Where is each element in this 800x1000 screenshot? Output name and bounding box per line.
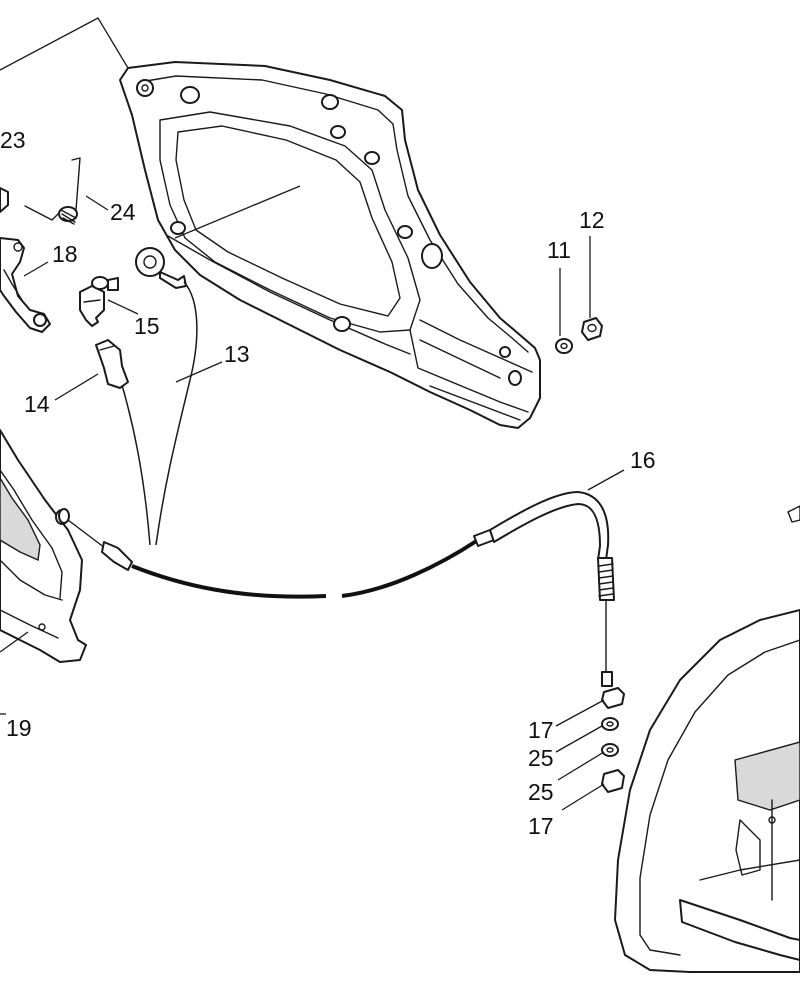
callout-18: 18 — [52, 241, 78, 267]
lever-part-18 — [0, 237, 51, 333]
callout-13: 13 — [224, 341, 250, 367]
leader-15 — [107, 299, 139, 315]
switch-part-15 — [79, 276, 119, 327]
callout-19: 19 — [6, 715, 32, 741]
callout-24: 24 — [110, 199, 136, 225]
callout-16: 16 — [630, 447, 656, 473]
left-handle-part — [0, 429, 87, 663]
leader-housing-inner — [174, 185, 301, 239]
nut-part-17-upper — [601, 687, 625, 709]
washer-part-25-upper — [601, 717, 619, 731]
front-hand-guard — [614, 505, 800, 973]
leader-16 — [587, 469, 625, 491]
housing-cover — [119, 61, 541, 429]
leader-25-upper — [555, 725, 603, 753]
nut-part-17-lower — [601, 769, 625, 793]
washer-part-11 — [555, 338, 573, 354]
callout-11: 11 — [547, 237, 571, 263]
leader-14 — [54, 373, 99, 401]
washer-part-25-lower — [601, 743, 619, 757]
callout-14: 14 — [24, 391, 50, 417]
ground-wire-part-13 — [135, 247, 198, 546]
spring-part-24 — [0, 157, 81, 225]
leader-13 — [175, 361, 223, 383]
leader-25-lower — [557, 751, 605, 781]
throttle-cable-part-16 — [58, 491, 615, 687]
callout-25-upper: 25 — [528, 745, 554, 771]
nut-part-12 — [581, 317, 603, 341]
callout-17-lower: 17 — [528, 813, 554, 839]
leader-24 — [85, 195, 109, 211]
leader-18 — [23, 261, 49, 277]
callout-15: 15 — [134, 313, 160, 339]
callout-25-lower: 25 — [528, 779, 554, 805]
leader-17-lower — [561, 783, 605, 811]
connector-part-14 — [95, 339, 151, 546]
callout-23: 23 — [0, 127, 26, 153]
callout-12: 12 — [579, 207, 605, 233]
leader-main — [0, 17, 129, 71]
leader-17-upper — [555, 699, 605, 727]
callout-17-upper: 17 — [528, 717, 554, 743]
